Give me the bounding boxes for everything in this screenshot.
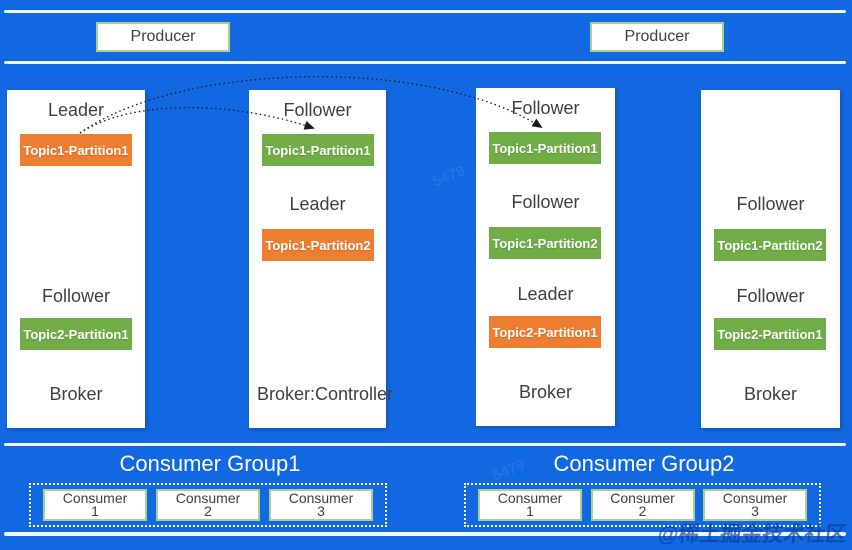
partition-chip-leader: Topic1-Partition1 — [20, 134, 132, 166]
consumer-box: Consumer 1 — [43, 489, 147, 521]
separator-line-top — [4, 10, 846, 13]
partition-role-label: Follower — [41, 286, 111, 306]
broker-1: Leader Topic1-Partition1 Follower Topic2… — [7, 90, 145, 428]
broker-label: Broker — [743, 384, 797, 404]
partition-role-label: Leader — [47, 100, 105, 120]
broker-label: Broker:Controller — [257, 384, 394, 404]
partition-role-label: Leader — [289, 194, 346, 214]
partition-chip-follower: Topic1-Partition2 — [714, 229, 826, 261]
partition-chip-follower: Topic1-Partition1 — [262, 134, 374, 166]
partition-role-label: Follower — [511, 98, 580, 118]
broker-4: Follower Topic1-Partition2 Follower Topi… — [701, 90, 840, 428]
broker-label: Broker — [49, 384, 103, 404]
partition-role-label: Follower — [736, 194, 805, 214]
partition-role-label: Follower — [736, 286, 805, 306]
consumer-box: Consumer 2 — [156, 489, 260, 521]
partition-role-label: Follower — [511, 192, 580, 212]
partition-chip-follower: Topic2-Partition1 — [714, 318, 826, 350]
consumer-group2-title: Consumer Group2 — [553, 451, 735, 476]
faint-watermark: 5479 — [430, 162, 468, 191]
consumer-box: Consumer 3 — [703, 489, 807, 521]
separator-line-producers — [4, 61, 846, 64]
site-watermark: @稀土掘金技术社区 — [656, 523, 848, 546]
partition-chip-leader: Topic1-Partition2 — [262, 229, 374, 261]
broker-2-controller: Follower Topic1-Partition1 Leader Topic1… — [249, 90, 394, 428]
partition-chip-follower: Topic1-Partition1 — [489, 132, 601, 164]
partition-role-label: Leader — [517, 284, 574, 304]
consumer-group2-box: Consumer 1 Consumer 2 Consumer 3 — [464, 483, 821, 527]
consumer-box: Consumer 2 — [590, 489, 695, 521]
consumer-box: Consumer 3 — [269, 489, 373, 521]
partition-role-label: Follower — [283, 100, 352, 120]
separator-line-bottom — [4, 532, 846, 536]
partition-chip-follower: Topic1-Partition2 — [489, 227, 601, 259]
producer-box-2: Producer — [590, 22, 724, 52]
consumer-box: Consumer 1 — [478, 489, 582, 521]
consumer-group1-title: Consumer Group1 — [119, 451, 301, 476]
consumer-group1-box: Consumer 1 Consumer 2 Consumer 3 — [29, 483, 387, 527]
separator-line-brokers — [4, 443, 846, 446]
producer-box-1: Producer — [96, 22, 230, 52]
partition-chip-follower: Topic2-Partition1 — [20, 318, 132, 350]
broker-label: Broker — [518, 382, 572, 402]
broker-3: Follower Topic1-Partition1 Follower Topi… — [476, 88, 615, 426]
partition-chip-leader: Topic2-Partition1 — [489, 316, 601, 348]
